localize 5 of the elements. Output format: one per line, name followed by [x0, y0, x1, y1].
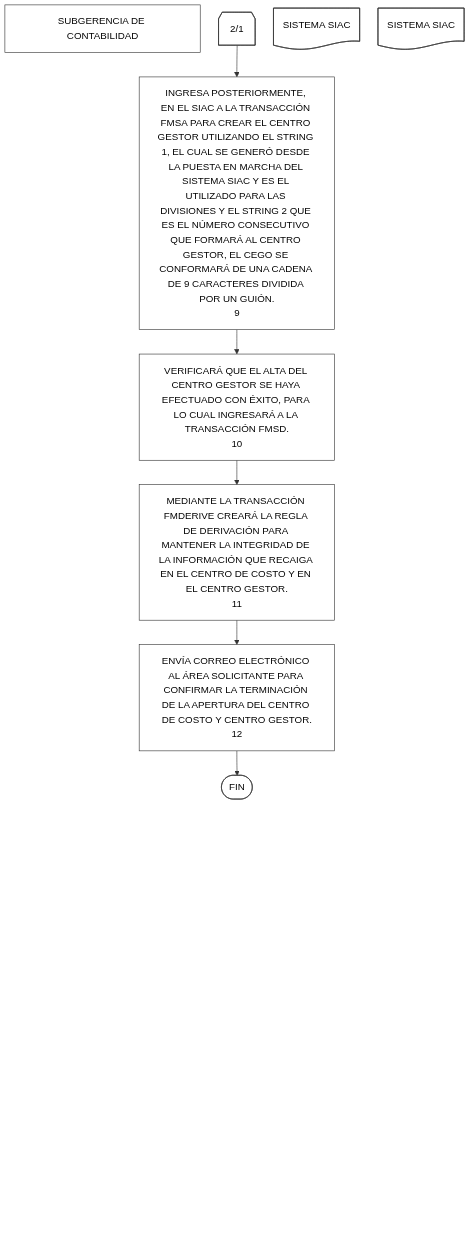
- node-box: VERIFICARÁ QUE EL ALTA DEL CENTRO GESTOR SE HAYA EFECTUADO CON ÉXITO, PARA LO CUAL INGRESARÁ A LA TRANSACCIÓN FMSD. 10: [138, 353, 335, 461]
- node-box: INGRESA POSTERIORMENTE, EN EL SIAC A LA TRANSACCIÓN FMSA PARA CREAR EL CENTRO GESTOR UTILIZANDO EL STRING 1, EL CUAL SE GENERÓ DESDE LA PUESTA EN MARCHA DEL SISTEMA SIAC Y ES EL UTILIZADO PARA LAS DIVISIONES Y EL STRING 2 QUE ES EL NÚMERO CONSECUTIVO QUE FORMARÁ AL CENTRO GESTOR, EL CEGO SE CONFORMARÁ DE UNA CADENA DE 9 CARACTERES DIVIDIDA POR UN GUIÓN. 9: [138, 76, 335, 330]
- node-box: ENVÍA CORREO ELECTRÓNICO AL ÁREA SOLICITANTE PARA CONFIRMAR LA TERMINACIÓN DE LA APERTURA DEL CENTRO DE COSTO Y CENTRO GESTOR. 12: [138, 644, 335, 752]
- node-box: SUBGERENCIA DE CONTABILIDAD: [4, 4, 201, 53]
- node-box: MEDIANTE LA TRANSACCIÓN FMDERIVE CREARÁ LA REGLA DE DERIVACIÓN PARA MANTENER LA INTEGRIDAD DE LA INFORMACIÓN QUE RECAIGA EN EL CENTRO DE COSTO Y EN EL CENTRO GESTOR. 11: [138, 484, 335, 621]
